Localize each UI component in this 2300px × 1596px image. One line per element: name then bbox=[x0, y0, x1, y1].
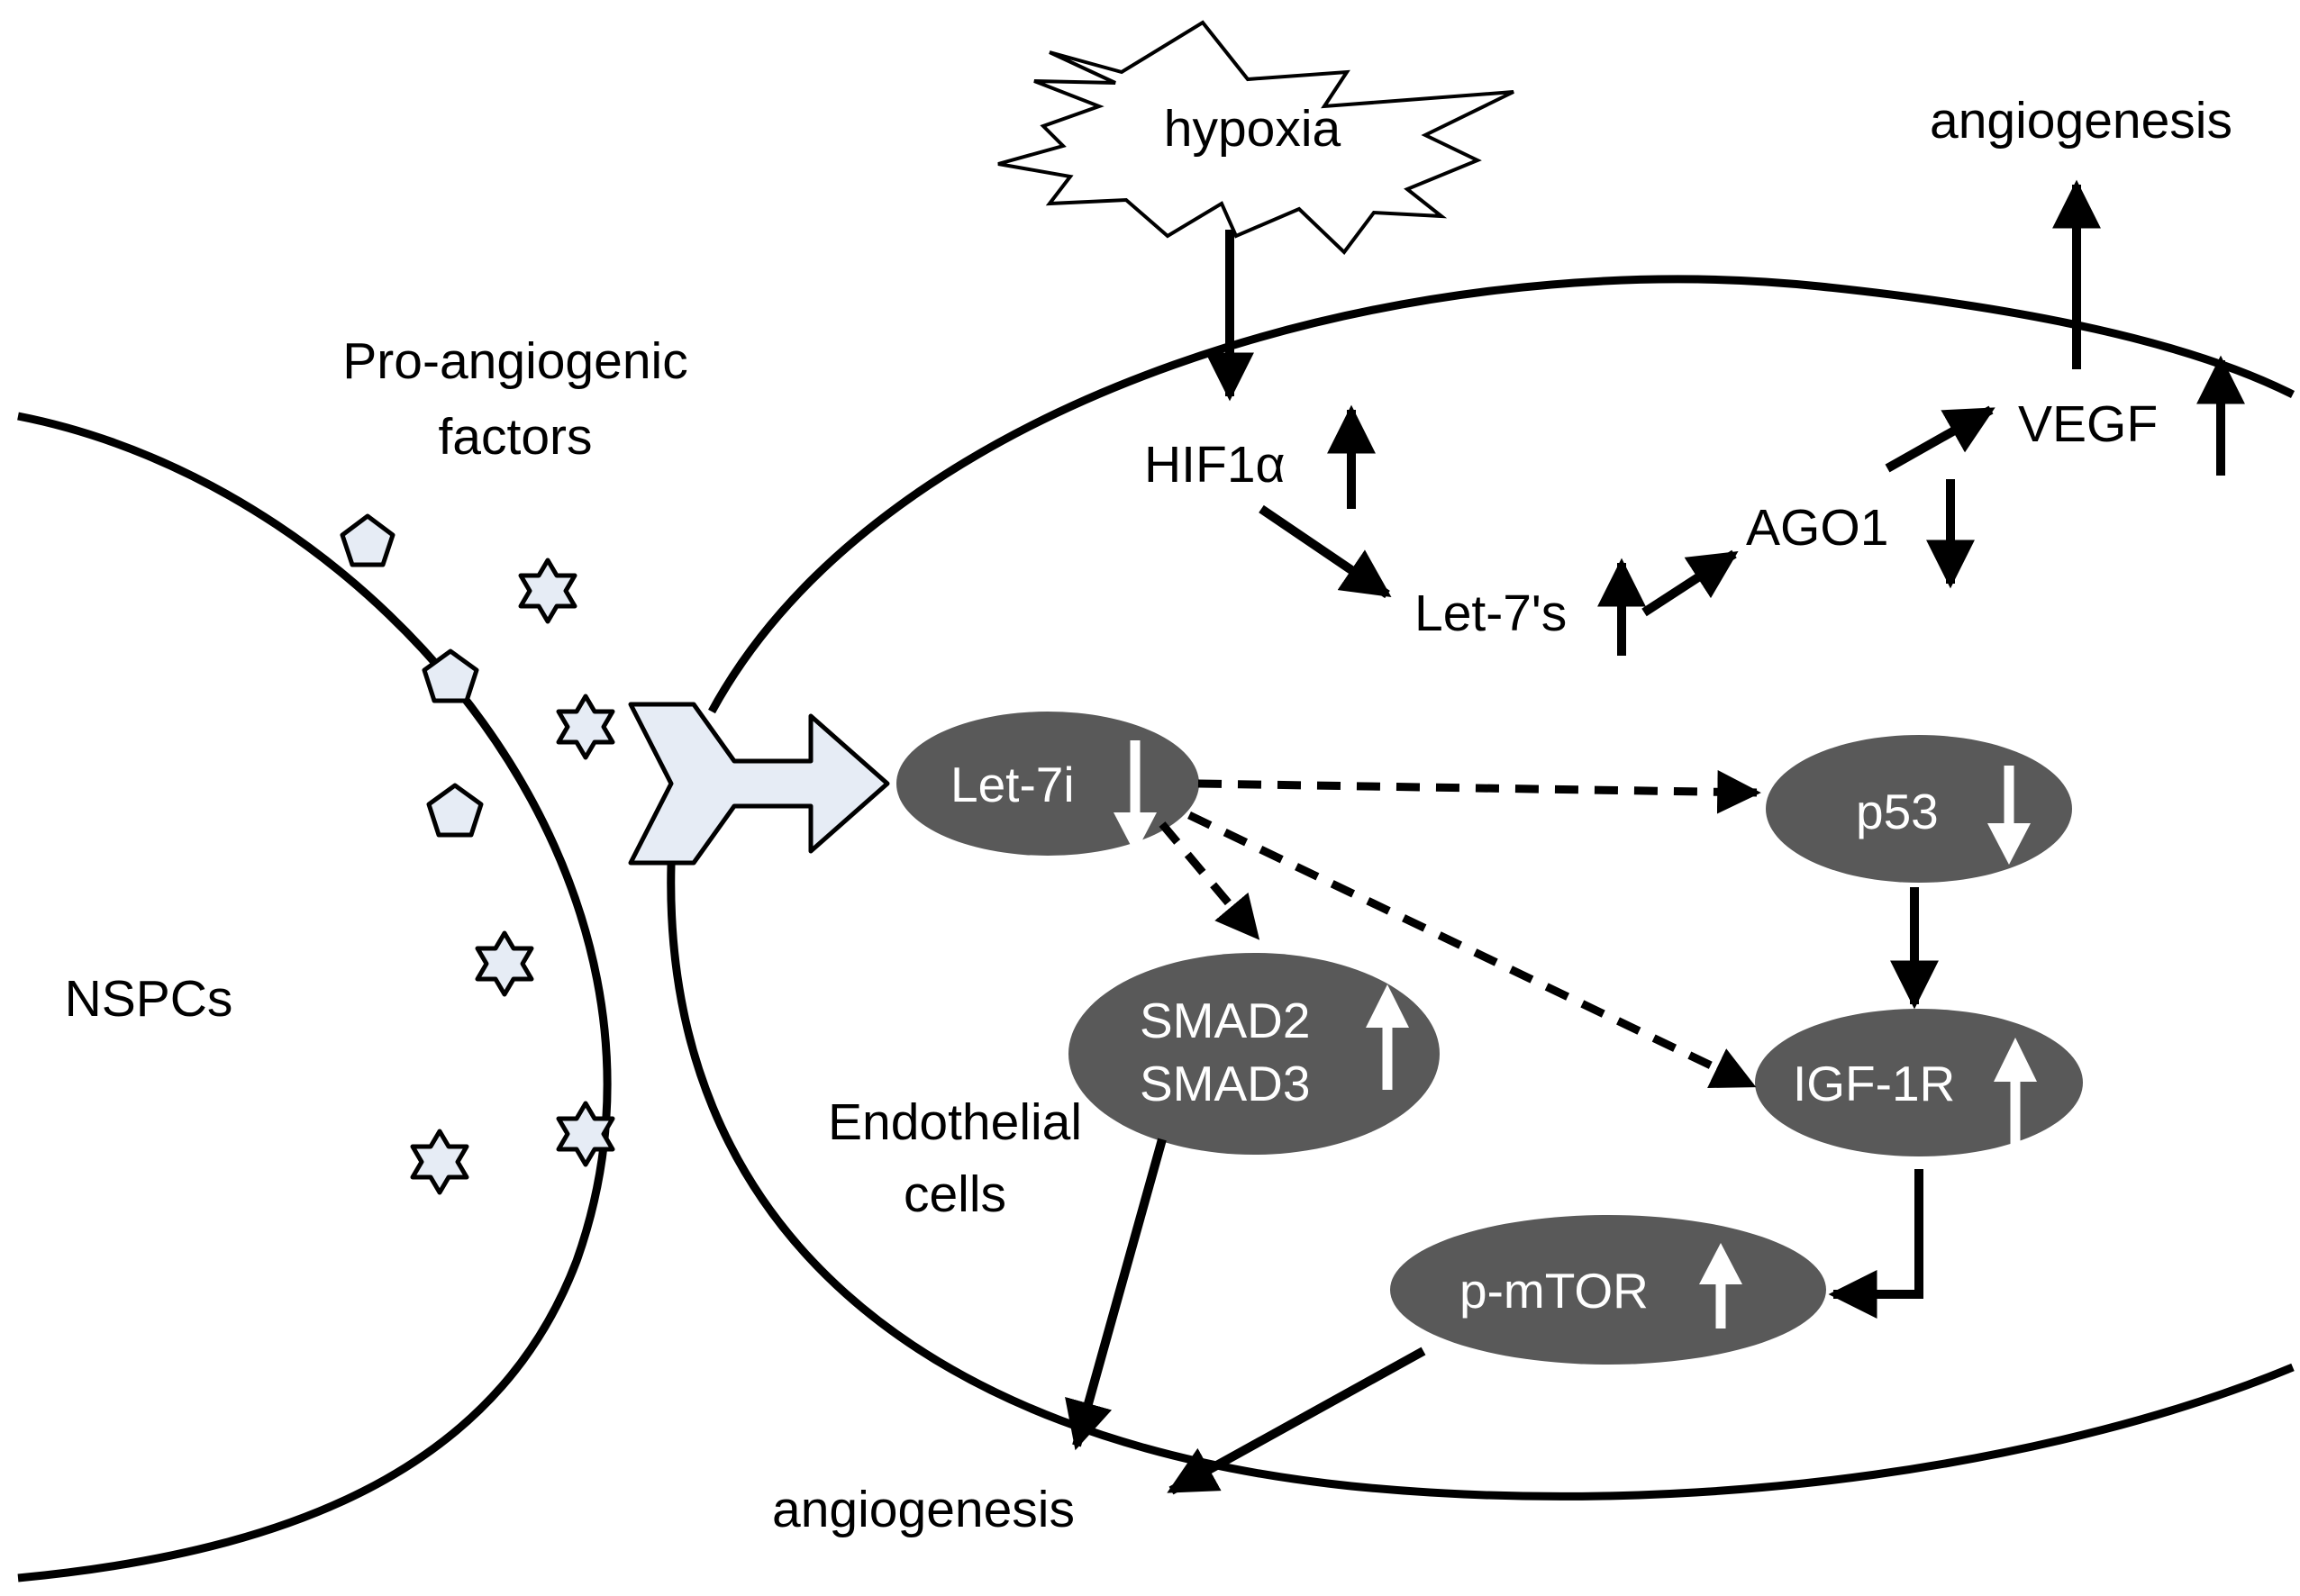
pentagon-ligand-3 bbox=[426, 783, 484, 838]
angiogenesis-bottom-label: angiogenesis bbox=[772, 1481, 1075, 1538]
let7i-node: Let-7i bbox=[896, 712, 1199, 856]
pro-angiogenic-label-line2: factors bbox=[438, 408, 592, 466]
pmtor-node: p-mTOR bbox=[1390, 1215, 1826, 1365]
ago1-to-vegf-arrow bbox=[1885, 405, 1995, 473]
smad-node: SMAD2 SMAD3 bbox=[1068, 953, 1440, 1155]
hypoxia-label: hypoxia bbox=[1164, 100, 1341, 158]
endothelial-label-line2: cells bbox=[904, 1165, 1006, 1223]
pmtor-up-arrow bbox=[1699, 1243, 1742, 1328]
p53-node: p53 bbox=[1766, 735, 2072, 883]
receptor-shape bbox=[628, 702, 890, 866]
smad3-node-label: SMAD3 bbox=[1140, 1056, 1311, 1111]
star-ligand-5 bbox=[556, 1101, 615, 1167]
star-ligand-3 bbox=[475, 930, 534, 997]
let7i-down-arrow bbox=[1114, 740, 1157, 854]
let7i-node-label: Let-7i bbox=[950, 757, 1075, 812]
smad-up-arrow bbox=[1366, 984, 1409, 1090]
star-ligand-2 bbox=[556, 694, 615, 760]
igf1r-to-pmtor-arrow bbox=[1828, 1169, 1923, 1319]
pentagon-ligand-2 bbox=[422, 648, 479, 703]
pentagon-ligand-1 bbox=[340, 513, 395, 567]
vegf-label: VEGF bbox=[2018, 395, 2158, 453]
angiogenesis-top-label: angiogenesis bbox=[1930, 92, 2232, 150]
pmtor-node-label: p-mTOR bbox=[1459, 1263, 1649, 1319]
endothelial-label-line1: Endothelial bbox=[828, 1093, 1082, 1151]
let7i-to-smad-dashed-arrow bbox=[1159, 821, 1260, 940]
p53-down-arrow bbox=[1987, 766, 2031, 865]
endothelial-cell-membrane-upper bbox=[708, 275, 2295, 714]
pmtor-to-angiogenesis-arrow bbox=[1167, 1347, 1426, 1495]
hif1a-label: HIF1α bbox=[1144, 436, 1285, 494]
star-ligand-4 bbox=[410, 1129, 469, 1195]
igf1r-node-label: IGF-1R bbox=[1793, 1056, 1955, 1111]
nspc-cell-membrane bbox=[17, 412, 612, 1582]
smad2-node-label: SMAD2 bbox=[1140, 993, 1311, 1048]
ago1-label: AGO1 bbox=[1746, 499, 1888, 557]
nspcs-label: NSPCs bbox=[65, 970, 233, 1028]
smad-to-angiogenesis-arrow bbox=[1065, 1138, 1167, 1451]
igf1r-up-arrow bbox=[1994, 1038, 2037, 1144]
endothelial-cell-membrane-lower bbox=[667, 864, 2295, 1501]
p53-node-label: p53 bbox=[1856, 784, 1939, 839]
let7i-to-p53-dashed-arrow bbox=[1197, 769, 1761, 814]
let7i-to-igf1r-dashed-arrow bbox=[1187, 811, 1757, 1090]
hypoxia-burst-shape bbox=[997, 20, 1514, 256]
star-ligand-1 bbox=[518, 558, 577, 624]
pro-angiogenic-label-line1: Pro-angiogenic bbox=[342, 332, 687, 390]
let7s-label: Let-7's bbox=[1414, 585, 1567, 642]
igf1r-node: IGF-1R bbox=[1755, 1009, 2083, 1156]
let7s-to-ago1-arrow bbox=[1641, 549, 1739, 617]
hif1a-to-let7s-arrow bbox=[1259, 504, 1392, 599]
